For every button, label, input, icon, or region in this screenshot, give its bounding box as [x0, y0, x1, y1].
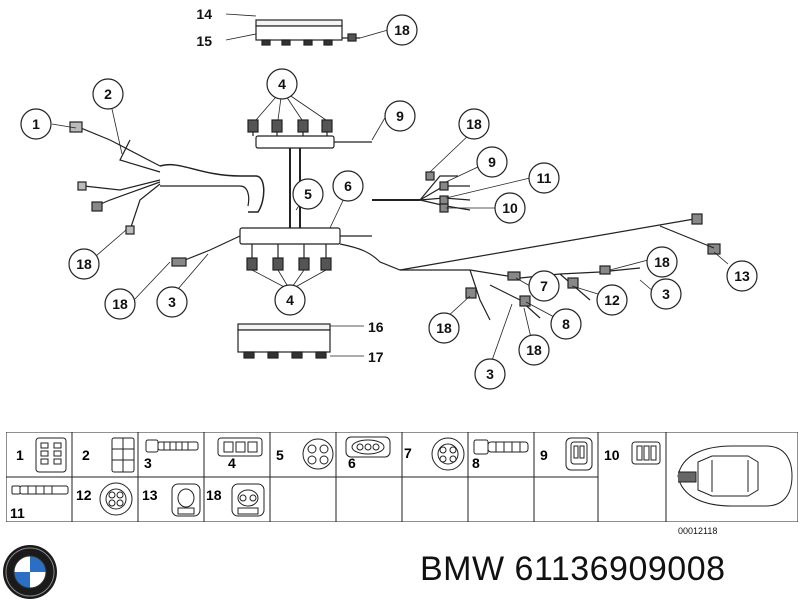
image-reference-code: 00012118	[678, 526, 718, 536]
callout-18-low2: 18	[518, 334, 550, 366]
svg-text:3: 3	[662, 286, 670, 302]
connector-2-icon	[111, 437, 135, 473]
left-harness-branch	[69, 121, 241, 267]
callout-6: 6	[332, 170, 364, 202]
svg-text:8: 8	[562, 316, 570, 332]
legend-label-5: 5	[276, 447, 284, 463]
legend-label-10: 10	[604, 447, 620, 463]
connector-4-icon	[217, 437, 263, 457]
svg-text:18: 18	[394, 22, 410, 38]
svg-text:4: 4	[286, 292, 294, 308]
svg-text:18: 18	[466, 116, 482, 132]
callout-4-bottom: 4	[274, 284, 306, 316]
wiring-harness-diagram: 14 15 18 4 2 1 9 18 9 11 10 6 5 18 18 3 …	[20, 6, 758, 390]
callout-18-left: 18	[68, 248, 100, 280]
legend-label-11: 11	[10, 505, 25, 521]
connector-cluster-top	[247, 119, 333, 136]
legend-label-2: 2	[82, 447, 90, 463]
connector-3-icon	[145, 439, 199, 453]
callout-3-low: 3	[474, 358, 506, 390]
callout-4-top: 4	[266, 68, 298, 100]
callout-1: 1	[20, 108, 52, 140]
svg-text:18: 18	[526, 342, 542, 358]
callout-leader-lines	[51, 13, 729, 367]
callout-18-top: 18	[386, 14, 418, 46]
callout-16: 16	[368, 319, 384, 335]
callout-17: 17	[368, 349, 384, 365]
connector-cluster-bottom	[246, 244, 332, 271]
right-top-fanout	[419, 171, 471, 213]
svg-text:9: 9	[396, 108, 404, 124]
connector-6-icon	[345, 436, 391, 458]
callout-11-right: 11	[528, 162, 560, 194]
svg-text:13: 13	[734, 268, 750, 284]
legend-label-1: 1	[16, 447, 24, 463]
svg-text:3: 3	[486, 366, 494, 382]
legend-label-9: 9	[540, 447, 548, 463]
callout-12: 12	[596, 284, 628, 316]
svg-text:18: 18	[76, 256, 92, 272]
svg-text:1: 1	[32, 116, 40, 132]
connector-13-icon	[171, 483, 201, 517]
svg-text:3: 3	[168, 294, 176, 310]
part-number-title: BMW 61136909008	[420, 550, 726, 588]
callout-18-right: 18	[458, 108, 490, 140]
connector-bracket-bottom	[237, 323, 331, 359]
legend-label-4: 4	[228, 455, 236, 471]
callout-18-low1: 18	[428, 312, 460, 344]
connector-1-icon	[35, 437, 67, 473]
svg-text:18: 18	[436, 320, 452, 336]
callout-14: 14	[196, 6, 212, 22]
legend-label-7: 7	[404, 445, 412, 461]
svg-text:6: 6	[344, 178, 352, 194]
connector-bracket-top	[255, 19, 360, 46]
right-branch-connectors	[465, 213, 721, 307]
svg-text:7: 7	[540, 278, 548, 294]
connector-11-icon	[11, 485, 69, 495]
car-location-icon	[677, 445, 793, 507]
legend-label-12: 12	[76, 487, 92, 503]
connector-18-icon	[231, 483, 265, 517]
svg-text:9: 9	[488, 154, 496, 170]
callout-3-left: 3	[156, 286, 188, 318]
legend-label-6: 6	[348, 455, 356, 471]
svg-text:2: 2	[104, 86, 112, 102]
connector-8-icon	[473, 439, 529, 455]
legend-label-8: 8	[472, 455, 480, 471]
connector-legend-table: 1 2 3 4 5 6 7 8 9 10 11 12 13 18	[6, 432, 798, 522]
bmw-logo-icon	[3, 545, 57, 599]
callout-18-bottom-left: 18	[104, 288, 136, 320]
connector-10-icon	[631, 441, 661, 465]
connector-12-icon	[99, 482, 133, 516]
svg-text:11: 11	[537, 170, 552, 186]
callout-15: 15	[196, 33, 212, 49]
svg-text:18: 18	[654, 254, 670, 270]
svg-text:12: 12	[604, 292, 620, 308]
callout-18-mid: 18	[646, 246, 678, 278]
connector-7-icon	[431, 437, 465, 471]
svg-text:10: 10	[502, 200, 518, 216]
svg-text:18: 18	[112, 296, 128, 312]
legend-label-13: 13	[142, 487, 158, 503]
svg-text:5: 5	[304, 186, 312, 202]
callout-9-right: 9	[476, 146, 508, 178]
legend-label-3: 3	[144, 455, 152, 471]
callout-8: 8	[550, 308, 582, 340]
callout-10-right: 10	[494, 192, 526, 224]
callout-5: 5	[292, 178, 324, 210]
svg-text:4: 4	[278, 76, 286, 92]
callout-2: 2	[92, 78, 124, 110]
callout-13: 13	[726, 260, 758, 292]
callout-3-mid: 3	[650, 278, 682, 310]
connector-5-icon	[302, 438, 334, 470]
connector-9-icon	[565, 437, 593, 471]
legend-label-18: 18	[206, 487, 222, 503]
callout-9-top: 9	[384, 100, 416, 132]
callout-7: 7	[528, 270, 560, 302]
